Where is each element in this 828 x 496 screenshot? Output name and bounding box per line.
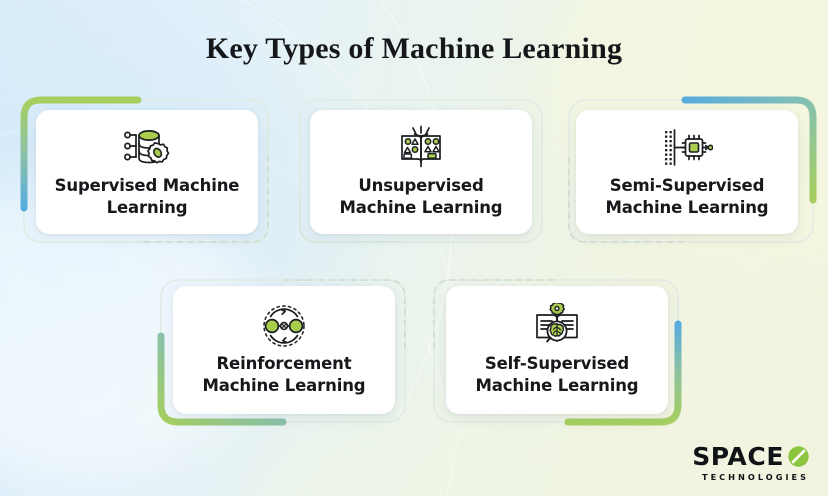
feedback-loop-icon [259,303,309,349]
card-label: Supervised Machine Learning [54,176,240,217]
card-frame-decoration [433,279,682,426]
card-label: Self-Supervised Machine Learning [475,354,639,395]
card-supervised[interactable]: Supervised Machine Learning [36,110,258,234]
logo-word: SPACE [692,442,784,471]
logo-wordmark-row: SPACE [692,444,810,469]
card-label: Semi-Supervised Machine Learning [605,176,769,217]
microchip-arrow-icon [661,125,713,171]
card-frame-decoration [299,96,543,243]
open-book-shapes-icon [397,125,445,171]
card-frame-decoration [20,96,269,243]
card-semi-supervised[interactable]: Semi-Supervised Machine Learning [576,110,798,234]
card-frame-self-supervised: Self-Supervised Machine Learning [428,278,684,438]
card-frame-decoration [157,279,406,426]
book-brain-gear-icon [531,303,583,349]
card-frame-reinforcement: Reinforcement Machine Learning [155,278,411,438]
logo-subtitle: TECHNOLOGIES [702,472,809,482]
card-frame-semi-supervised: Semi-Supervised Machine Learning [565,96,821,248]
card-unsupervised[interactable]: Unsupervised Machine Learning [310,110,532,234]
card-frame-supervised: Supervised Machine Learning [18,96,274,248]
database-gear-icon [122,125,172,171]
card-frame-decoration [568,96,817,243]
card-self-supervised[interactable]: Self-Supervised Machine Learning [446,286,668,414]
card-reinforcement[interactable]: Reinforcement Machine Learning [173,286,395,414]
card-label: Reinforcement Machine Learning [202,354,366,395]
slashed-circle-icon [788,446,809,467]
brand-logo[interactable]: SPACE TECHNOLOGIES [692,444,810,482]
page-title: Key Types of Machine Learning [205,32,623,65]
card-frame-unsupervised: Unsupervised Machine Learning [296,96,546,248]
card-label: Unsupervised Machine Learning [339,176,503,217]
